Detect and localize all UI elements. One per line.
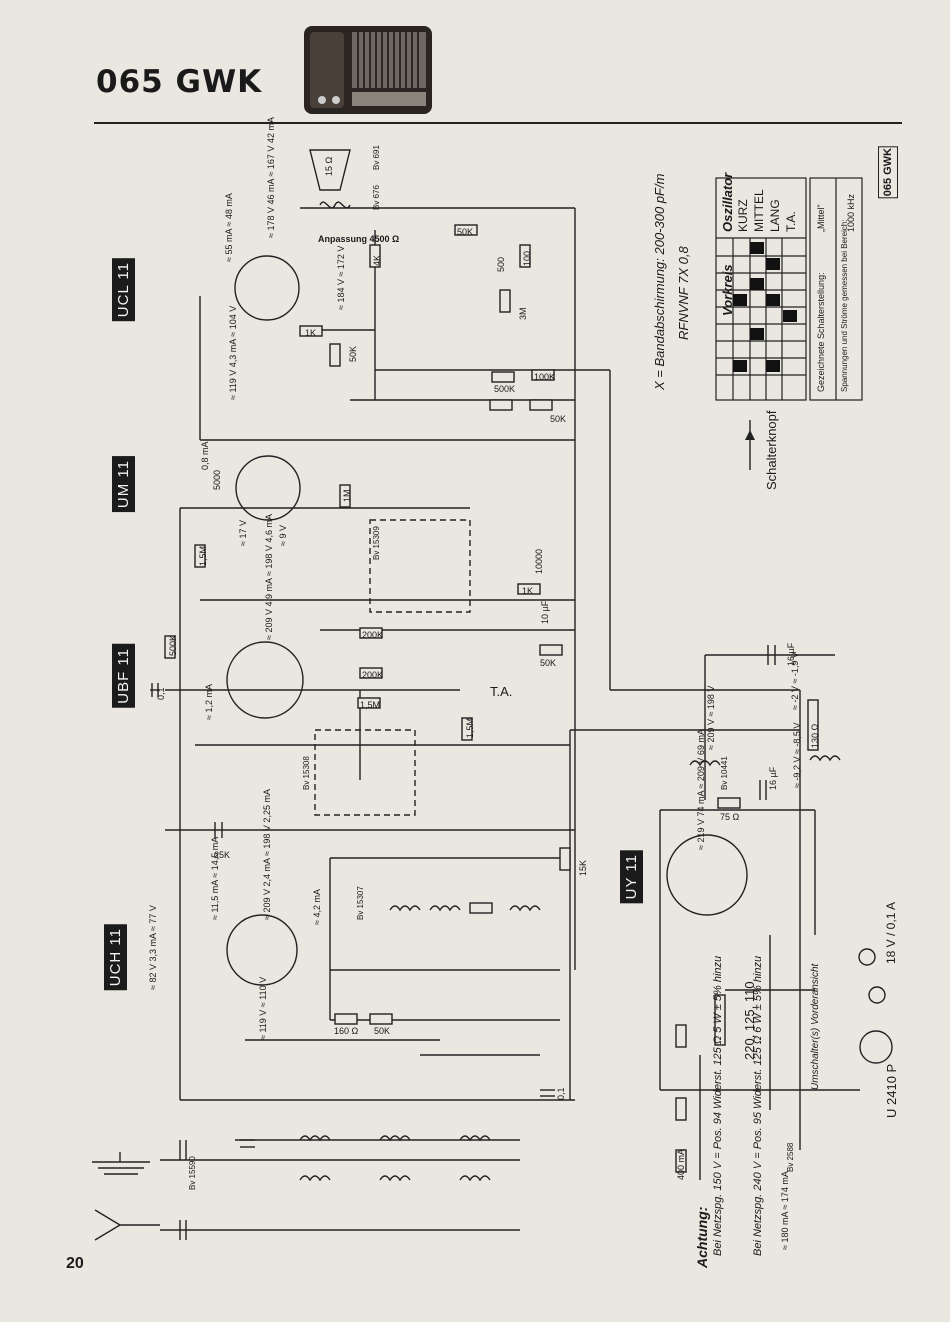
r102-value: 1M <box>342 489 352 502</box>
bv15309-label: Bv 15309 <box>372 526 381 560</box>
table-pre-header: Vorkreis <box>720 264 735 316</box>
r42-value: 50K <box>540 658 557 668</box>
uch-anode-reading: ≈ 209 V 2,4 mA ≈ 198 V 2,25 mA <box>262 789 272 920</box>
ucl-screen-reading: ≈ 184 V ≈ 172 V <box>336 245 346 310</box>
bv15308-label: Bv 15308 <box>302 756 311 790</box>
uch-osc-reading: ≈ 4,2 mA <box>312 889 322 925</box>
table-row-kurz: KURZ <box>736 199 750 232</box>
ucl-anode-reading: ≈ 178 V 46 mA ≈ 167 V 42 mA <box>266 117 276 238</box>
speaker-part: Bv 691 <box>372 145 381 170</box>
table-footer-position: Gezeichnete Schalterstellung: <box>816 272 826 392</box>
table-footer-measure: Spannungen und Ströme gemessen bei Berei… <box>840 219 849 392</box>
r37-value: 1,5M <box>465 717 475 738</box>
r93-value: 75 Ω <box>720 812 740 822</box>
r15-value: 160 Ω <box>334 1026 359 1036</box>
bv15590-label: Bv 15590 <box>188 1156 197 1190</box>
table-row-mittel: MITTEL <box>752 189 766 232</box>
r16-value: 50K <box>374 1026 391 1036</box>
c36-value: 0,1 <box>156 687 166 700</box>
um-voltage-b: ≈ 9 V <box>278 525 288 546</box>
speaker-adaptation: Anpassung 4500 Ω <box>318 234 400 244</box>
regulator-label: U 2410 P <box>884 1063 899 1118</box>
r99-value: 500K <box>168 634 178 656</box>
bv2588-label: Bv 2588 <box>786 1142 795 1172</box>
r64-value: 3M <box>518 307 528 320</box>
c101-value: 5000 <box>212 469 222 490</box>
r89-value: 4K <box>372 254 382 266</box>
r30-value: 15K <box>578 859 588 876</box>
uy-reading: ≈ 219 V 74 mA ≈ 209 V 69 mA <box>696 729 706 850</box>
r66-value: 50K <box>457 227 474 237</box>
um-voltage-a: ≈ 17 V <box>238 520 248 546</box>
speaker-impedance: 15 Ω <box>324 156 334 176</box>
table-footer-measure-val: 1000 kHz <box>846 193 856 232</box>
ta-label: T.A. <box>490 684 513 699</box>
transformer-part: Bv 676 <box>372 185 381 210</box>
r55-value: 50K <box>348 345 358 362</box>
c91-value: 10000 <box>534 548 544 574</box>
switch-knob-label: Schalterknopf <box>764 410 779 491</box>
header-rule <box>94 122 902 124</box>
table-footer-position-val: „Mittel" <box>816 204 826 232</box>
pos2-reading: ≈ 209 V ≈ 198 V <box>706 685 716 750</box>
page-number: 20 <box>66 1255 84 1272</box>
ubf-anode-reading: ≈ 209 V 4,9 mA ≈ 198 V 4,6 mA <box>264 514 274 640</box>
r31-value: 25K <box>214 850 231 860</box>
table-row-ta: T.A. <box>784 211 798 232</box>
ubf-current-reading: ≈ 1,2 mA <box>204 684 214 720</box>
caution-title: Achtung: <box>694 1206 710 1268</box>
r72-value: 130 Ω <box>810 723 820 748</box>
c71-value: 16 µF <box>786 642 796 666</box>
r56-value: 1K <box>305 328 317 338</box>
r100-value: 1,5M <box>198 545 208 566</box>
mains-selector: 220, 125, 110 <box>742 981 757 1060</box>
c14-value: 0,1 <box>556 1087 566 1100</box>
r92-value: 1K <box>522 586 534 596</box>
r65-value: 500 <box>496 256 506 272</box>
bv15307-label: Bv 15307 <box>356 886 365 920</box>
table-row-lang: LANG <box>768 199 782 232</box>
r90-value: 100 <box>522 250 532 266</box>
caution-current: ≈ 180 mA ≈ 174 mA <box>780 1171 790 1250</box>
bv10441-label: Bv 10441 <box>720 756 729 790</box>
caution-line-150v: Bei Netzspg. 150 V = Pos. 94 Widerst. 12… <box>712 955 724 1256</box>
cable-note: RFNVNF 7X 0,8 <box>676 246 691 340</box>
uch-cathode-reading: ≈ 119 V ≈ 110 V <box>258 976 268 1040</box>
mains-switch-view: Umschalter(s) Vorderansicht <box>810 963 821 1090</box>
um-indicator-reading: 0,8 mA <box>200 441 210 470</box>
c43-value: 10 µF <box>540 600 550 624</box>
uch-grid-reading: ≈ 82 V 3,3 mA ≈ 77 V <box>148 905 158 990</box>
radio-picture <box>304 26 432 114</box>
pilot-lamp-label: 18 V / 0,1 A <box>884 901 898 964</box>
r54-value: 100K <box>534 372 556 382</box>
fuse-label: 400 mA <box>676 1148 686 1180</box>
ucl-cathode-reading: ≈ 55 mA ≈ 48 mA <box>224 193 234 262</box>
r39-value: 200K <box>362 670 384 680</box>
c70-value: 16 µF <box>768 766 778 790</box>
table-osc-header: Oszillator <box>720 172 735 232</box>
bandwidth-note: X = Bandabschirmung: 200-300 pF/m <box>652 173 667 390</box>
r40-value: 200K <box>362 630 384 640</box>
r52-value: 50K <box>550 414 567 424</box>
pos10-reading: ≈ -9,2 V ≈ -8,5 V <box>792 722 802 788</box>
r38-value: 1,5M <box>360 700 381 710</box>
page-title: 065 GWK <box>96 64 263 100</box>
ucl-grid-reading: ≈ 119 V 4,3 mA ≈ 104 V <box>228 305 238 400</box>
r53-value: 500K <box>494 384 516 394</box>
